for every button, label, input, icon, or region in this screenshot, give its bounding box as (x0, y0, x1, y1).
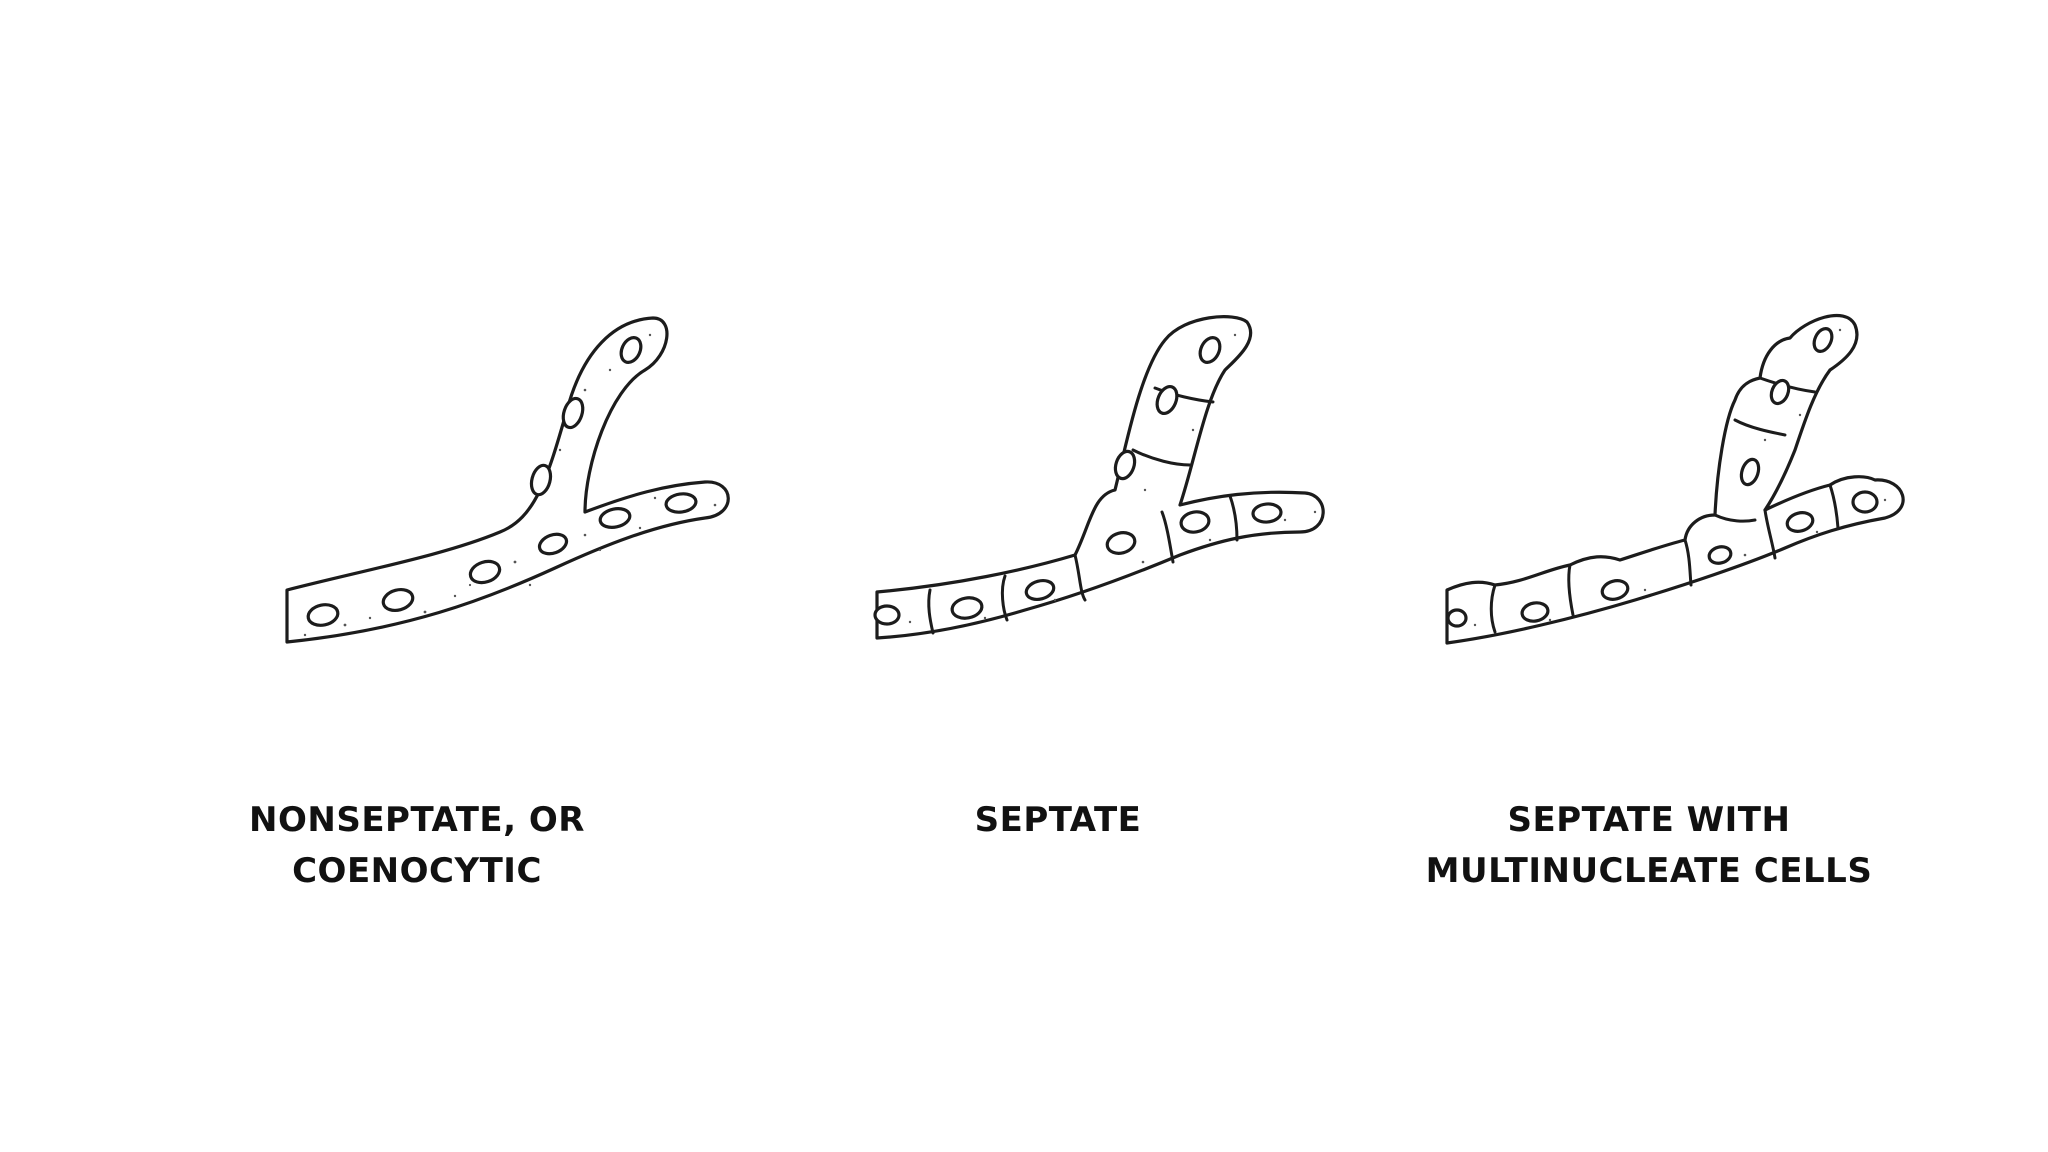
septa (927, 386, 1239, 635)
septate-hypha-drawing (873, 315, 1325, 640)
hypha-outline (875, 315, 1325, 640)
caption-septate: SEPTATE (798, 795, 1318, 846)
cytoplasm-stipple (1473, 328, 1887, 627)
nuclei (873, 336, 1283, 626)
multinucleate-septate-hypha-illustration (1445, 300, 1905, 660)
caption-multinucleate-line1: SEPTATE WITH (1507, 800, 1791, 840)
nuclei (306, 336, 698, 627)
septate-hypha-illustration (873, 300, 1335, 660)
caption-multinucleate-line2: MULTINUCLEATE CELLS (1425, 851, 1873, 891)
caption-septate-line1: SEPTATE (974, 800, 1142, 840)
hypha-outline (285, 316, 730, 644)
multinucleate-hypha-drawing (1445, 313, 1905, 645)
nonseptate-hypha-illustration (285, 300, 745, 660)
caption-nonseptate-line2: COENOCYTIC (292, 851, 542, 891)
caption-nonseptate-line1: NONSEPTATE, OR (249, 800, 585, 840)
caption-multinucleate: SEPTATE WITH MULTINUCLEATE CELLS (1389, 795, 1909, 897)
cytoplasm-stipple (303, 333, 717, 637)
caption-nonseptate: NONSEPTATE, OR COENOCYTIC (157, 795, 677, 897)
nuclei (1446, 327, 1879, 628)
nonseptate-hypha-drawing (285, 316, 730, 644)
hypha-outline (1445, 313, 1905, 645)
cytoplasm-stipple (908, 333, 1317, 624)
